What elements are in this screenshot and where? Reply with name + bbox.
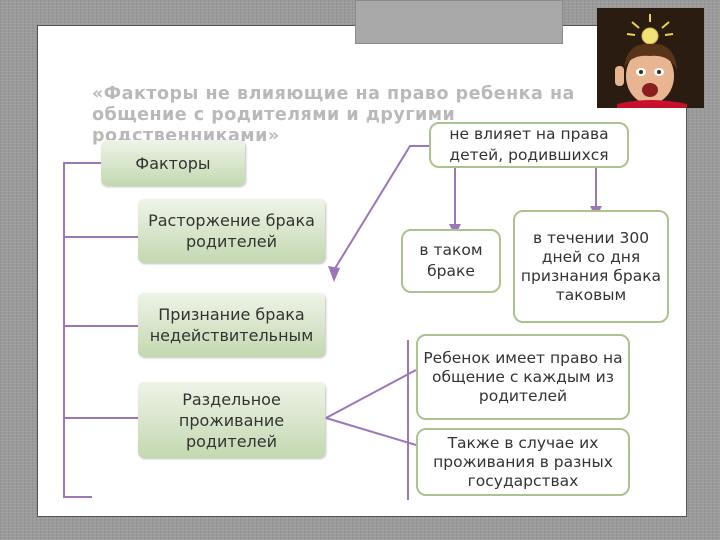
not-affect-box: не влияет на права детей, родившихся bbox=[429, 122, 629, 168]
in-marriage-label: в таком браке bbox=[419, 241, 483, 280]
child-right-box: Ребенок имеет право на общение с каждым … bbox=[416, 334, 630, 420]
connector-separate-to-right bbox=[325, 369, 417, 419]
factor-divorce-label: Расторжение брака родителей bbox=[148, 211, 315, 251]
arrowhead-divorce bbox=[328, 266, 340, 282]
within-days-box: в течении 300 дней со дня признания брак… bbox=[513, 210, 669, 323]
factor-separate-box: Раздельное проживание родителей bbox=[138, 382, 325, 458]
factor-separate-label: Раздельное проживание родителей bbox=[178, 389, 285, 451]
connector-top-to-divorce bbox=[333, 145, 429, 271]
within-days-label: в течении 300 дней со дня признания брак… bbox=[520, 228, 662, 304]
child-photo bbox=[597, 8, 704, 108]
factor-divorce-box: Расторжение брака родителей bbox=[138, 199, 325, 263]
abroad-label: Также в случае их проживания в разных го… bbox=[433, 433, 613, 490]
connector-separate-to-abroad bbox=[325, 417, 417, 446]
abroad-box: Также в случае их проживания в разных го… bbox=[416, 428, 630, 496]
factors-root-box: Факторы bbox=[101, 140, 245, 186]
factors-root-label: Факторы bbox=[135, 153, 211, 173]
in-marriage-box: в таком браке bbox=[401, 229, 501, 293]
left-bracket-line bbox=[63, 162, 101, 498]
factor-invalid-box: Признание брака недействительным bbox=[138, 293, 325, 357]
factor-invalid-label: Признание брака недействительным bbox=[149, 305, 314, 345]
child-right-label: Ребенок имеет право на общение с каждым … bbox=[423, 348, 623, 405]
not-affect-label: не влияет на права детей, родившихся bbox=[449, 125, 609, 164]
slide-tab-decoration bbox=[355, 0, 563, 44]
